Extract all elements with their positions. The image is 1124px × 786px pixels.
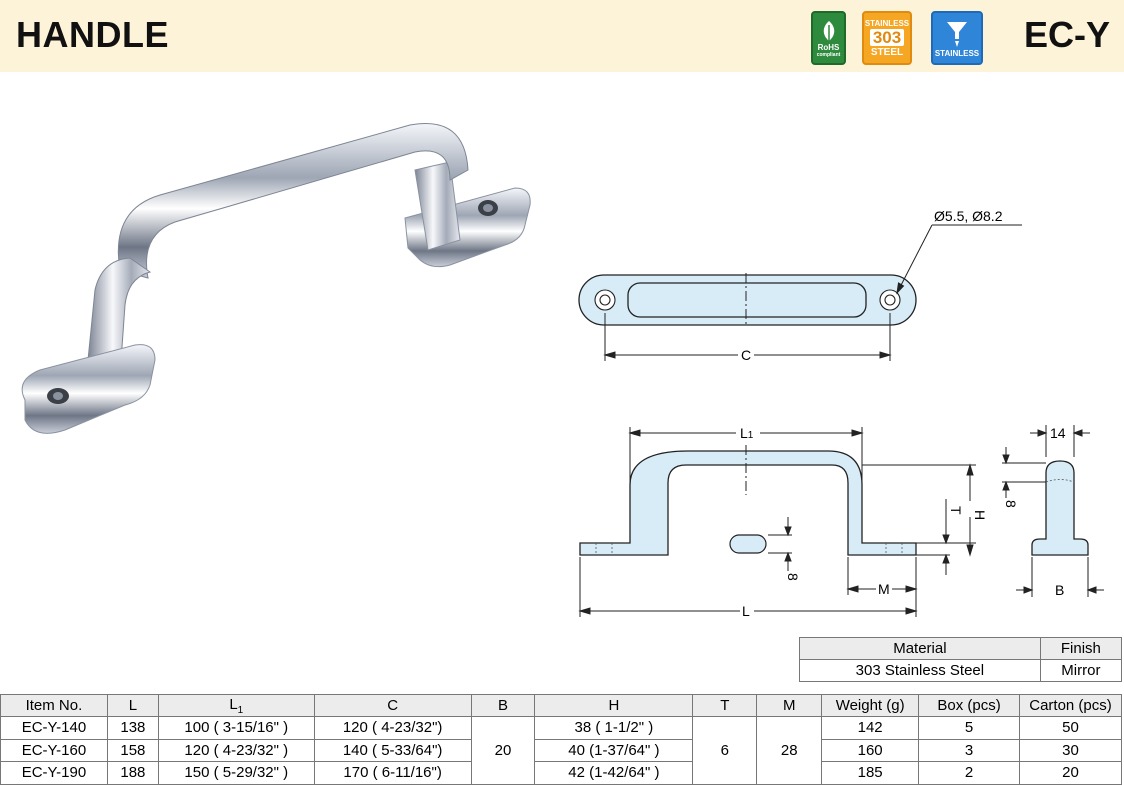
cell-item: EC-Y-160 — [0, 738, 108, 762]
cell-h: 40 (1-37/64" ) — [534, 738, 694, 762]
spec-finish: Mirror — [1039, 659, 1123, 682]
cell-m: 28 — [756, 716, 823, 785]
dim-t: T — [948, 506, 964, 515]
product-table: Item No. L L1 C B H T M Weight (g) Box (… — [0, 694, 1122, 785]
slot-section — [729, 534, 767, 554]
cell-l: 188 — [106, 761, 159, 785]
col-c: C — [313, 694, 472, 717]
handle-photo — [21, 123, 531, 434]
cell-l: 158 — [106, 738, 159, 762]
cell-t: 6 — [692, 716, 758, 785]
cell-carton: 20 — [1019, 761, 1122, 785]
badge-303-mid: 303 — [869, 28, 905, 46]
side-view-body — [1031, 460, 1089, 556]
dim-b: B — [1055, 582, 1064, 598]
col-h: H — [534, 694, 694, 717]
dim-side-8: 8 — [1003, 500, 1019, 508]
dim-l: L — [742, 603, 750, 619]
cell-carton: 30 — [1019, 738, 1122, 762]
cell-c: 120 ( 4-23/32") — [313, 716, 472, 740]
stainless-label: STAINLESS — [934, 48, 980, 58]
cell-l1: 150 ( 5-29/32" ) — [157, 761, 315, 785]
dim-m: M — [878, 581, 890, 597]
cell-h: 42 (1-42/64" ) — [534, 761, 694, 785]
spec-table: Material Finish 303 Stainless Steel Mirr… — [799, 637, 1123, 682]
cell-h: 38 ( 1-1/2" ) — [534, 716, 694, 740]
dim-slot-8: 8 — [785, 573, 801, 581]
dim-14: 14 — [1050, 425, 1066, 441]
spec-material: 303 Stainless Steel — [799, 659, 1041, 682]
dim-h: H — [972, 510, 988, 520]
dim-c: C — [741, 347, 751, 363]
cell-item: EC-Y-190 — [0, 761, 108, 785]
cell-box: 2 — [918, 761, 1021, 785]
top-view-grip — [627, 282, 867, 318]
screw-icon — [947, 21, 967, 47]
stainless-303-badge: STAINLESS 303 STEEL — [862, 11, 912, 65]
page-title: HANDLE — [16, 14, 169, 55]
rohs-label: RoHS — [817, 42, 840, 52]
hole-diameter: Ø5.5, Ø8.2 — [934, 208, 1003, 224]
rohs-badge: RoHS compliant — [811, 11, 846, 65]
cell-c: 140 ( 5-33/64") — [313, 738, 472, 762]
cell-item: EC-Y-140 — [0, 716, 108, 740]
cell-weight: 185 — [821, 761, 920, 785]
product-code: EC-Y — [1023, 14, 1110, 55]
technical-drawing: C Ø5.5, Ø8.2 8 L1 — [578, 208, 1104, 619]
table-header-row: Item No. L L1 C B H T M Weight (g) Box (… — [0, 694, 1122, 717]
col-b: B — [470, 694, 536, 717]
cell-weight: 142 — [821, 716, 920, 740]
table-row: EC-Y-140 138 100 ( 3-15/16" ) 120 ( 4-23… — [0, 716, 1122, 785]
dim-l1: L1 — [740, 425, 754, 441]
col-carton: Carton (pcs) — [1019, 694, 1122, 717]
badge-303-bottom: STEEL — [870, 46, 904, 58]
cell-carton: 50 — [1019, 716, 1122, 740]
cell-box: 5 — [918, 716, 1021, 740]
header-bar: HANDLE RoHS compliant STAINLESS 303 STEE… — [0, 0, 1124, 72]
col-l1: L1 — [157, 694, 315, 717]
col-box: Box (pcs) — [918, 694, 1021, 717]
col-l: L — [106, 694, 159, 717]
col-t: T — [692, 694, 758, 717]
spec-header-material: Material — [799, 637, 1041, 660]
table-row: EC-Y-190 188 150 ( 5-29/32" ) 170 ( 6-11… — [0, 761, 1122, 785]
leaf-icon — [823, 20, 834, 41]
badge-303-top: STAINLESS — [864, 18, 910, 28]
cell-l1: 100 ( 3-15/16" ) — [157, 716, 315, 740]
col-weight: Weight (g) — [821, 694, 920, 717]
cell-l: 138 — [106, 716, 159, 740]
cell-box: 3 — [918, 738, 1021, 762]
cell-c: 170 ( 6-11/16") — [313, 761, 472, 785]
rohs-sub: compliant — [816, 51, 841, 58]
stainless-badge: STAINLESS — [931, 11, 983, 65]
cell-weight: 160 — [821, 738, 920, 762]
spec-header-finish: Finish — [1039, 637, 1123, 660]
cell-b: 20 — [470, 716, 536, 785]
cell-l1: 120 ( 4-23/32" ) — [157, 738, 315, 762]
col-m: M — [756, 694, 823, 717]
table-row: EC-Y-160 158 120 ( 4-23/32" ) 140 ( 5-33… — [0, 738, 1122, 762]
col-item-no: Item No. — [0, 694, 108, 717]
